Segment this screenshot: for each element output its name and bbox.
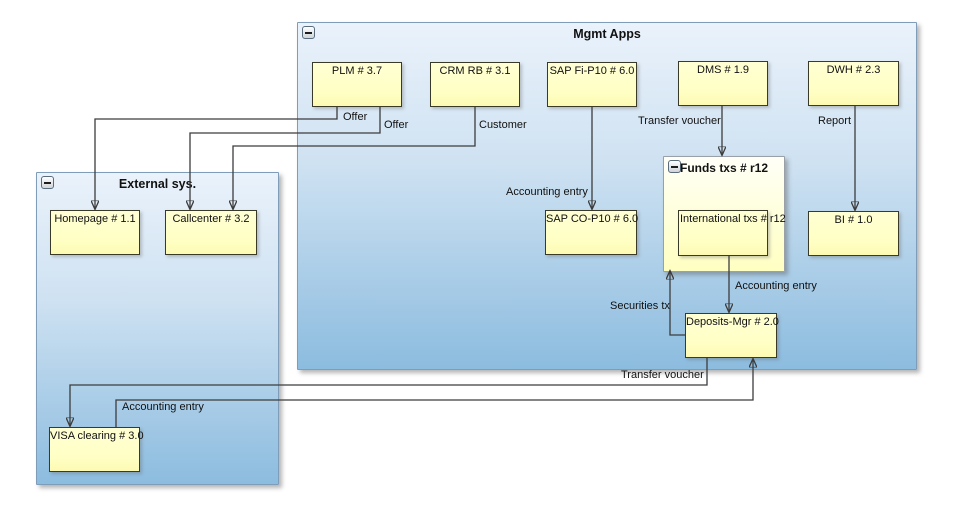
edge-label-report: Report	[818, 115, 852, 127]
node-international-txs[interactable]: International txs # r12	[678, 210, 786, 256]
node-dms[interactable]: DMS # 1.9	[678, 61, 768, 106]
group-title-external-sys: External sys.	[118, 177, 197, 191]
minus-icon	[671, 165, 678, 168]
node-crm-rb[interactable]: CRM RB # 3.1	[430, 62, 520, 107]
group-title-mgmt-apps: Mgmt Apps	[573, 27, 641, 41]
edge-label-transfer-voucher-dms: Transfer voucher	[638, 115, 721, 127]
node-homepage[interactable]: Homepage # 1.1	[50, 210, 140, 255]
collapse-minus-icon[interactable]	[302, 26, 315, 39]
collapse-minus-icon[interactable]	[41, 176, 54, 189]
edge-label-transfer-voucher-deposits: Transfer voucher	[621, 369, 704, 381]
node-bi[interactable]: BI # 1.0	[808, 211, 899, 256]
edge-label-offer-homepage: Offer	[343, 111, 368, 123]
edge-label-customer: Customer	[479, 119, 527, 131]
minus-icon	[305, 31, 312, 34]
node-sap-fi-p10[interactable]: SAP Fi-P10 # 6.0	[547, 62, 637, 107]
group-title-funds-txs: Funds txs # r12	[679, 161, 769, 175]
node-sap-co-p10[interactable]: SAP CO-P10 # 6.0	[545, 210, 638, 255]
minus-icon	[44, 181, 51, 184]
edge-label-securities-tx: Securities tx	[610, 300, 670, 312]
edge-label-offer-callcenter: Offer	[384, 119, 409, 131]
node-deposits-mgr[interactable]: Deposits-Mgr # 2.0	[685, 313, 779, 358]
edge-label-accounting-entry-sap: Accounting entry	[506, 186, 588, 198]
edge-label-accounting-entry-intl: Accounting entry	[735, 280, 817, 292]
node-callcenter[interactable]: Callcenter # 3.2	[165, 210, 257, 255]
node-visa-clearing[interactable]: VISA clearing # 3.0	[49, 427, 144, 472]
edge-label-accounting-entry-visa: Accounting entry	[122, 401, 204, 413]
collapse-minus-icon[interactable]	[668, 160, 681, 173]
node-dwh[interactable]: DWH # 2.3	[808, 61, 899, 106]
node-plm[interactable]: PLM # 3.7	[312, 62, 402, 107]
